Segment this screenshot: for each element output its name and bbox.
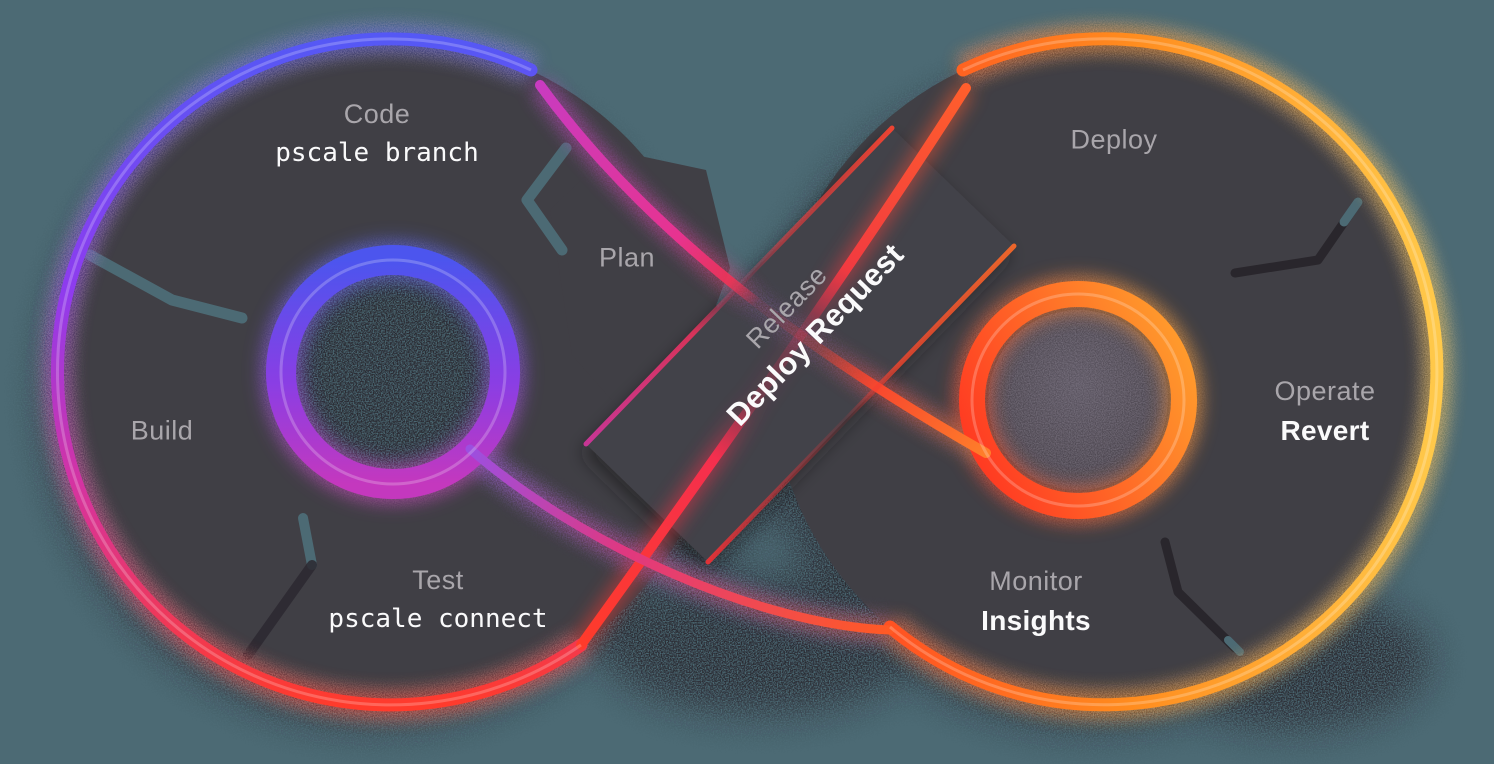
right-hole-grain: [986, 308, 1170, 492]
band-edge-lower: [705, 243, 1017, 565]
stage-deploy-label: Deploy: [1070, 124, 1158, 155]
stage-monitor-label: Monitor: [989, 566, 1083, 596]
stage-operate-feature: Revert: [1280, 415, 1370, 446]
loop-strokes: [50, 32, 1444, 712]
stage-test-command: pscale connect: [328, 604, 548, 634]
stage-operate: Operate Revert: [1274, 372, 1375, 450]
band-edge-upper: [583, 125, 895, 447]
left-inner-ring: [266, 245, 520, 499]
stage-operate-label: Operate: [1274, 376, 1376, 406]
stage-deploy: Deploy: [1070, 121, 1157, 160]
cross-strand-lower: [465, 444, 895, 635]
stage-test: Test pscale connect: [328, 561, 547, 639]
stage-code-label: Code: [343, 99, 411, 129]
cross-strand-descending: [535, 80, 991, 458]
stage-test-label: Test: [412, 565, 464, 595]
stage-build-label: Build: [130, 415, 194, 446]
right-outer-stroke: [883, 32, 1444, 712]
segment-gaps: [84, 142, 1363, 660]
stage-monitor: Monitor Insights: [981, 562, 1091, 640]
right-inner-ring: [959, 281, 1197, 519]
cross-strand-ascending: [576, 83, 971, 650]
stage-monitor-feature: Insights: [981, 605, 1091, 636]
stage-code-command: pscale branch: [275, 138, 479, 168]
shine-layer: [55, 37, 1439, 707]
stage-build: Build: [131, 412, 194, 451]
stage-plan: Plan: [599, 239, 655, 278]
stage-plan-label: Plan: [598, 242, 656, 273]
stage-code: Code pscale branch: [275, 95, 479, 173]
left-outer-stroke: [50, 32, 588, 712]
